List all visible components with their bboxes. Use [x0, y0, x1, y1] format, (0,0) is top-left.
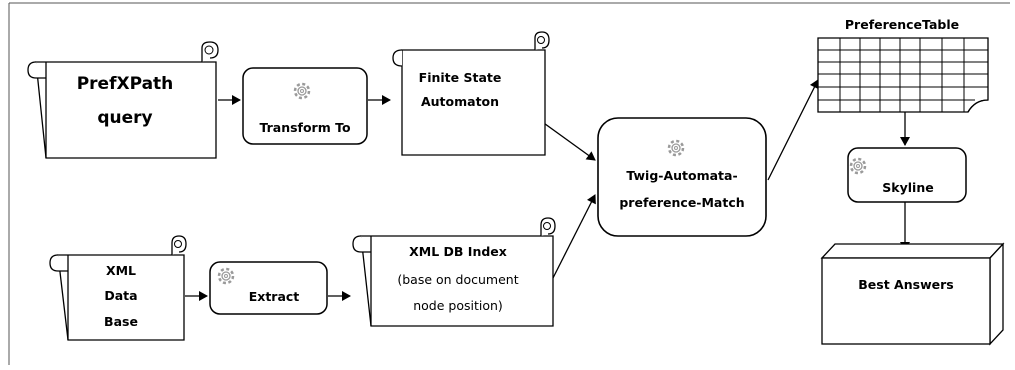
preftable-title: PreferenceTable — [845, 17, 959, 32]
arrow-twig-to-preftable — [767, 79, 819, 181]
fsa-line-2: Automaton — [421, 94, 499, 109]
extract-label: Extract — [249, 289, 300, 304]
xmldb-line-1: XML — [106, 263, 136, 278]
arrow-xmlindex-to-twig — [552, 194, 596, 279]
xmlindex-title: XML DB Index — [409, 244, 507, 259]
xmlindex-line-2: node position) — [413, 298, 503, 313]
transform-process: Transform To — [242, 67, 368, 145]
xmlindex-line-1: (base on document — [397, 272, 518, 287]
skyline-label: Skyline — [882, 180, 933, 195]
prefxpath-line-1: PrefXPath — [77, 74, 174, 94]
preference-table: PreferenceTable — [817, 17, 989, 113]
xmldb-line-3: Base — [104, 314, 138, 329]
diagram-frame — [8, 2, 1010, 365]
twig-line-1: Twig-Automata- — [626, 168, 737, 183]
prefxpath-query-scroll: PrefXPath query — [27, 41, 219, 159]
extract-process: Extract — [209, 261, 328, 315]
twig-line-2: preference-Match — [619, 195, 744, 210]
transform-label: Transform To — [259, 120, 351, 135]
xml-db-index-scroll: XML DB Index (base on document node posi… — [352, 217, 556, 327]
best-answers-box: Best Answers — [820, 242, 1005, 346]
xml-database-scroll: XML Data Base — [49, 235, 187, 341]
fsa-line-1: Finite State — [419, 70, 502, 85]
table-icon — [818, 38, 988, 112]
skyline-process: Skyline — [847, 147, 967, 203]
prefxpath-line-2: query — [97, 108, 152, 128]
xmldb-line-2: Data — [104, 288, 137, 303]
fsa-scroll: Finite State Automaton — [392, 31, 550, 156]
twig-match-process: Twig-Automata- preference-Match — [597, 117, 767, 237]
best-answers-label: Best Answers — [858, 277, 953, 292]
